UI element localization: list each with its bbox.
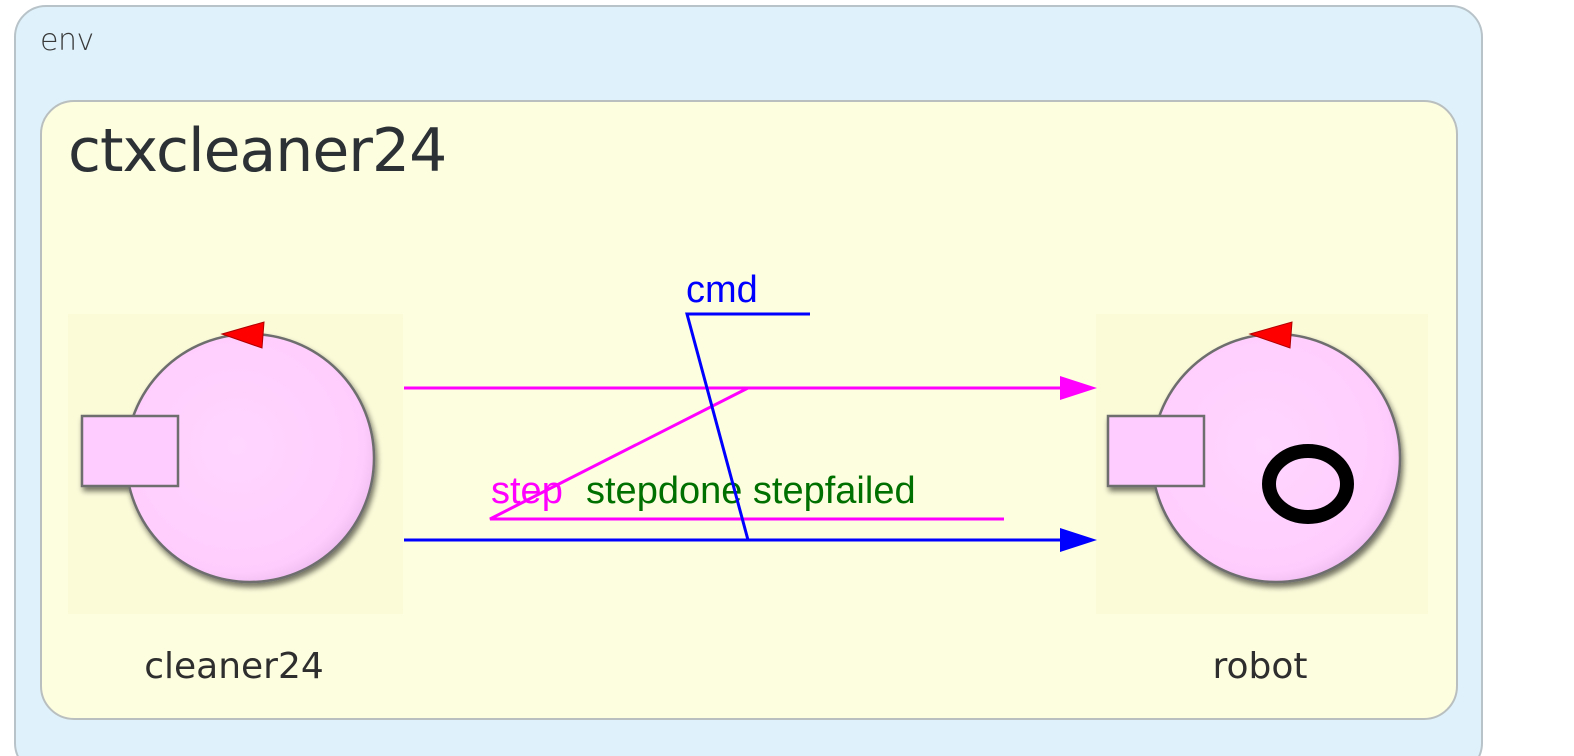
- reply-labels: stepdone stepfailed: [586, 470, 916, 512]
- link-cmd[interactable]: cmd: [404, 269, 1097, 552]
- direction-flag-icon: [1248, 321, 1293, 349]
- env-label: env: [40, 23, 94, 58]
- link-step[interactable]: step: [404, 376, 1097, 521]
- link-cmd-arrowhead: [1060, 528, 1097, 552]
- context-title: ctxcleaner24: [68, 116, 447, 186]
- link-step-arrowhead: [1060, 376, 1097, 400]
- node-robot[interactable]: robot: [1096, 314, 1428, 687]
- link-step-label-leader: [489, 386, 1004, 521]
- target-ring-icon: [1262, 444, 1354, 524]
- link-cmd-label-leader: [685, 312, 810, 541]
- node-robot-label: robot: [1212, 646, 1307, 687]
- link-step-label: step: [491, 470, 563, 512]
- node-cleaner24-label: cleaner24: [144, 646, 324, 687]
- robot-icon: [80, 332, 376, 584]
- node-cleaner24[interactable]: cleaner24: [68, 314, 403, 687]
- link-cmd-label: cmd: [686, 269, 758, 311]
- direction-flag-icon: [220, 321, 265, 349]
